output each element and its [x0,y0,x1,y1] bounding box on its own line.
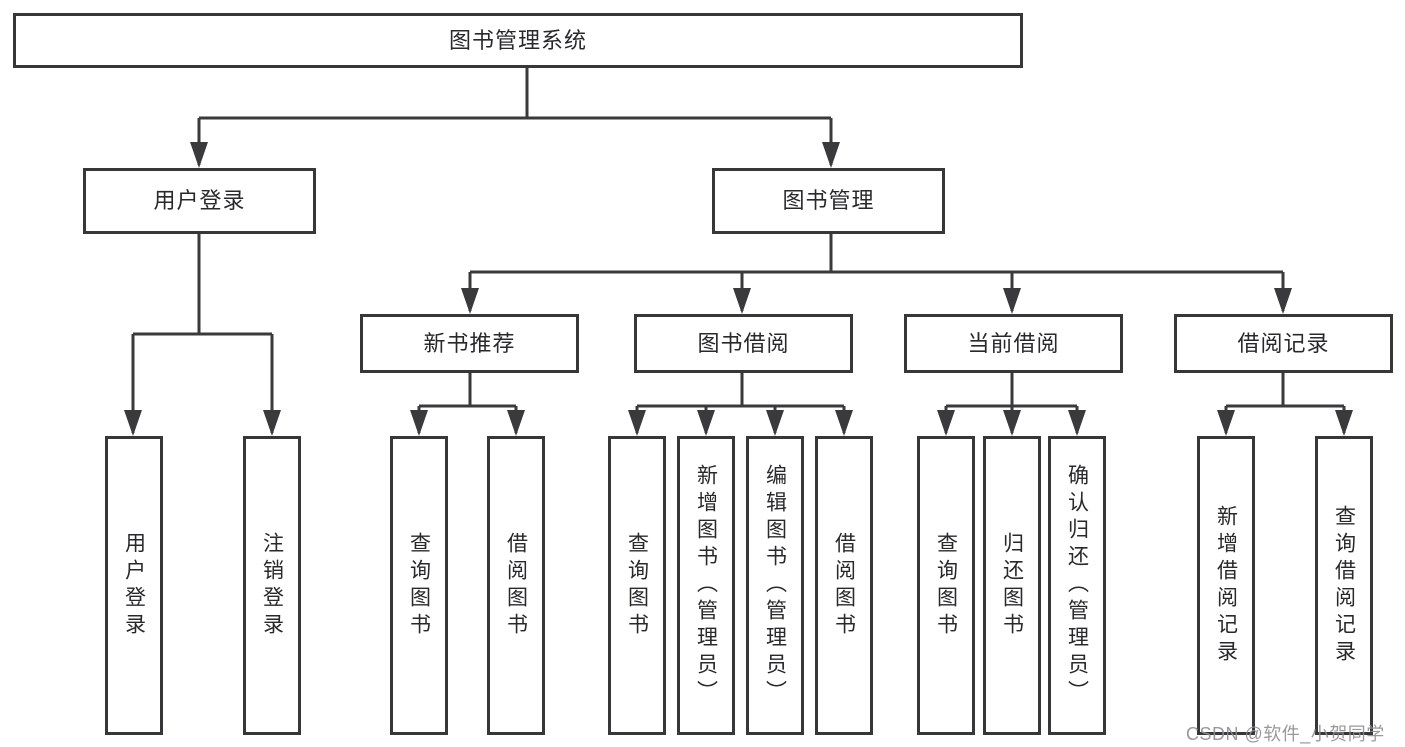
node-current-borrowing: 当前借阅 [904,314,1123,373]
node-leaf-query-books-borrow: 查询图书 [608,436,666,735]
node-leaf-logout: 注销登录 [243,436,301,735]
node-leaf-add-borrow-record: 新增借阅记录 [1197,436,1255,735]
node-leaf-add-books-admin: 新增图书（管理员） [677,436,735,735]
node-leaf-confirm-return-admin: 确认归还（管理员） [1048,436,1106,735]
node-leaf-edit-books-admin: 编辑图书（管理员） [746,436,804,735]
node-book-management: 图书管理 [712,168,945,234]
csdn-watermark: CSDN @软件_小贺同学 [1186,724,1385,744]
node-borrowing-records: 借阅记录 [1174,314,1393,373]
node-leaf-borrow-books-recommend: 借阅图书 [487,436,545,735]
node-user-login: 用户登录 [83,168,316,234]
node-leaf-query-books-recommend: 查询图书 [390,436,448,735]
node-new-book-recommend: 新书推荐 [360,314,579,373]
arrowheads [124,142,1353,436]
node-leaf-borrow-books: 借阅图书 [815,436,873,735]
node-leaf-query-books-current: 查询图书 [917,436,975,735]
node-book-borrowing: 图书借阅 [634,314,853,373]
node-leaf-query-borrow-record: 查询借阅记录 [1315,436,1373,735]
node-leaf-return-books: 归还图书 [983,436,1041,735]
node-leaf-user-login: 用户登录 [105,436,163,735]
node-library-management-system: 图书管理系统 [13,13,1023,68]
